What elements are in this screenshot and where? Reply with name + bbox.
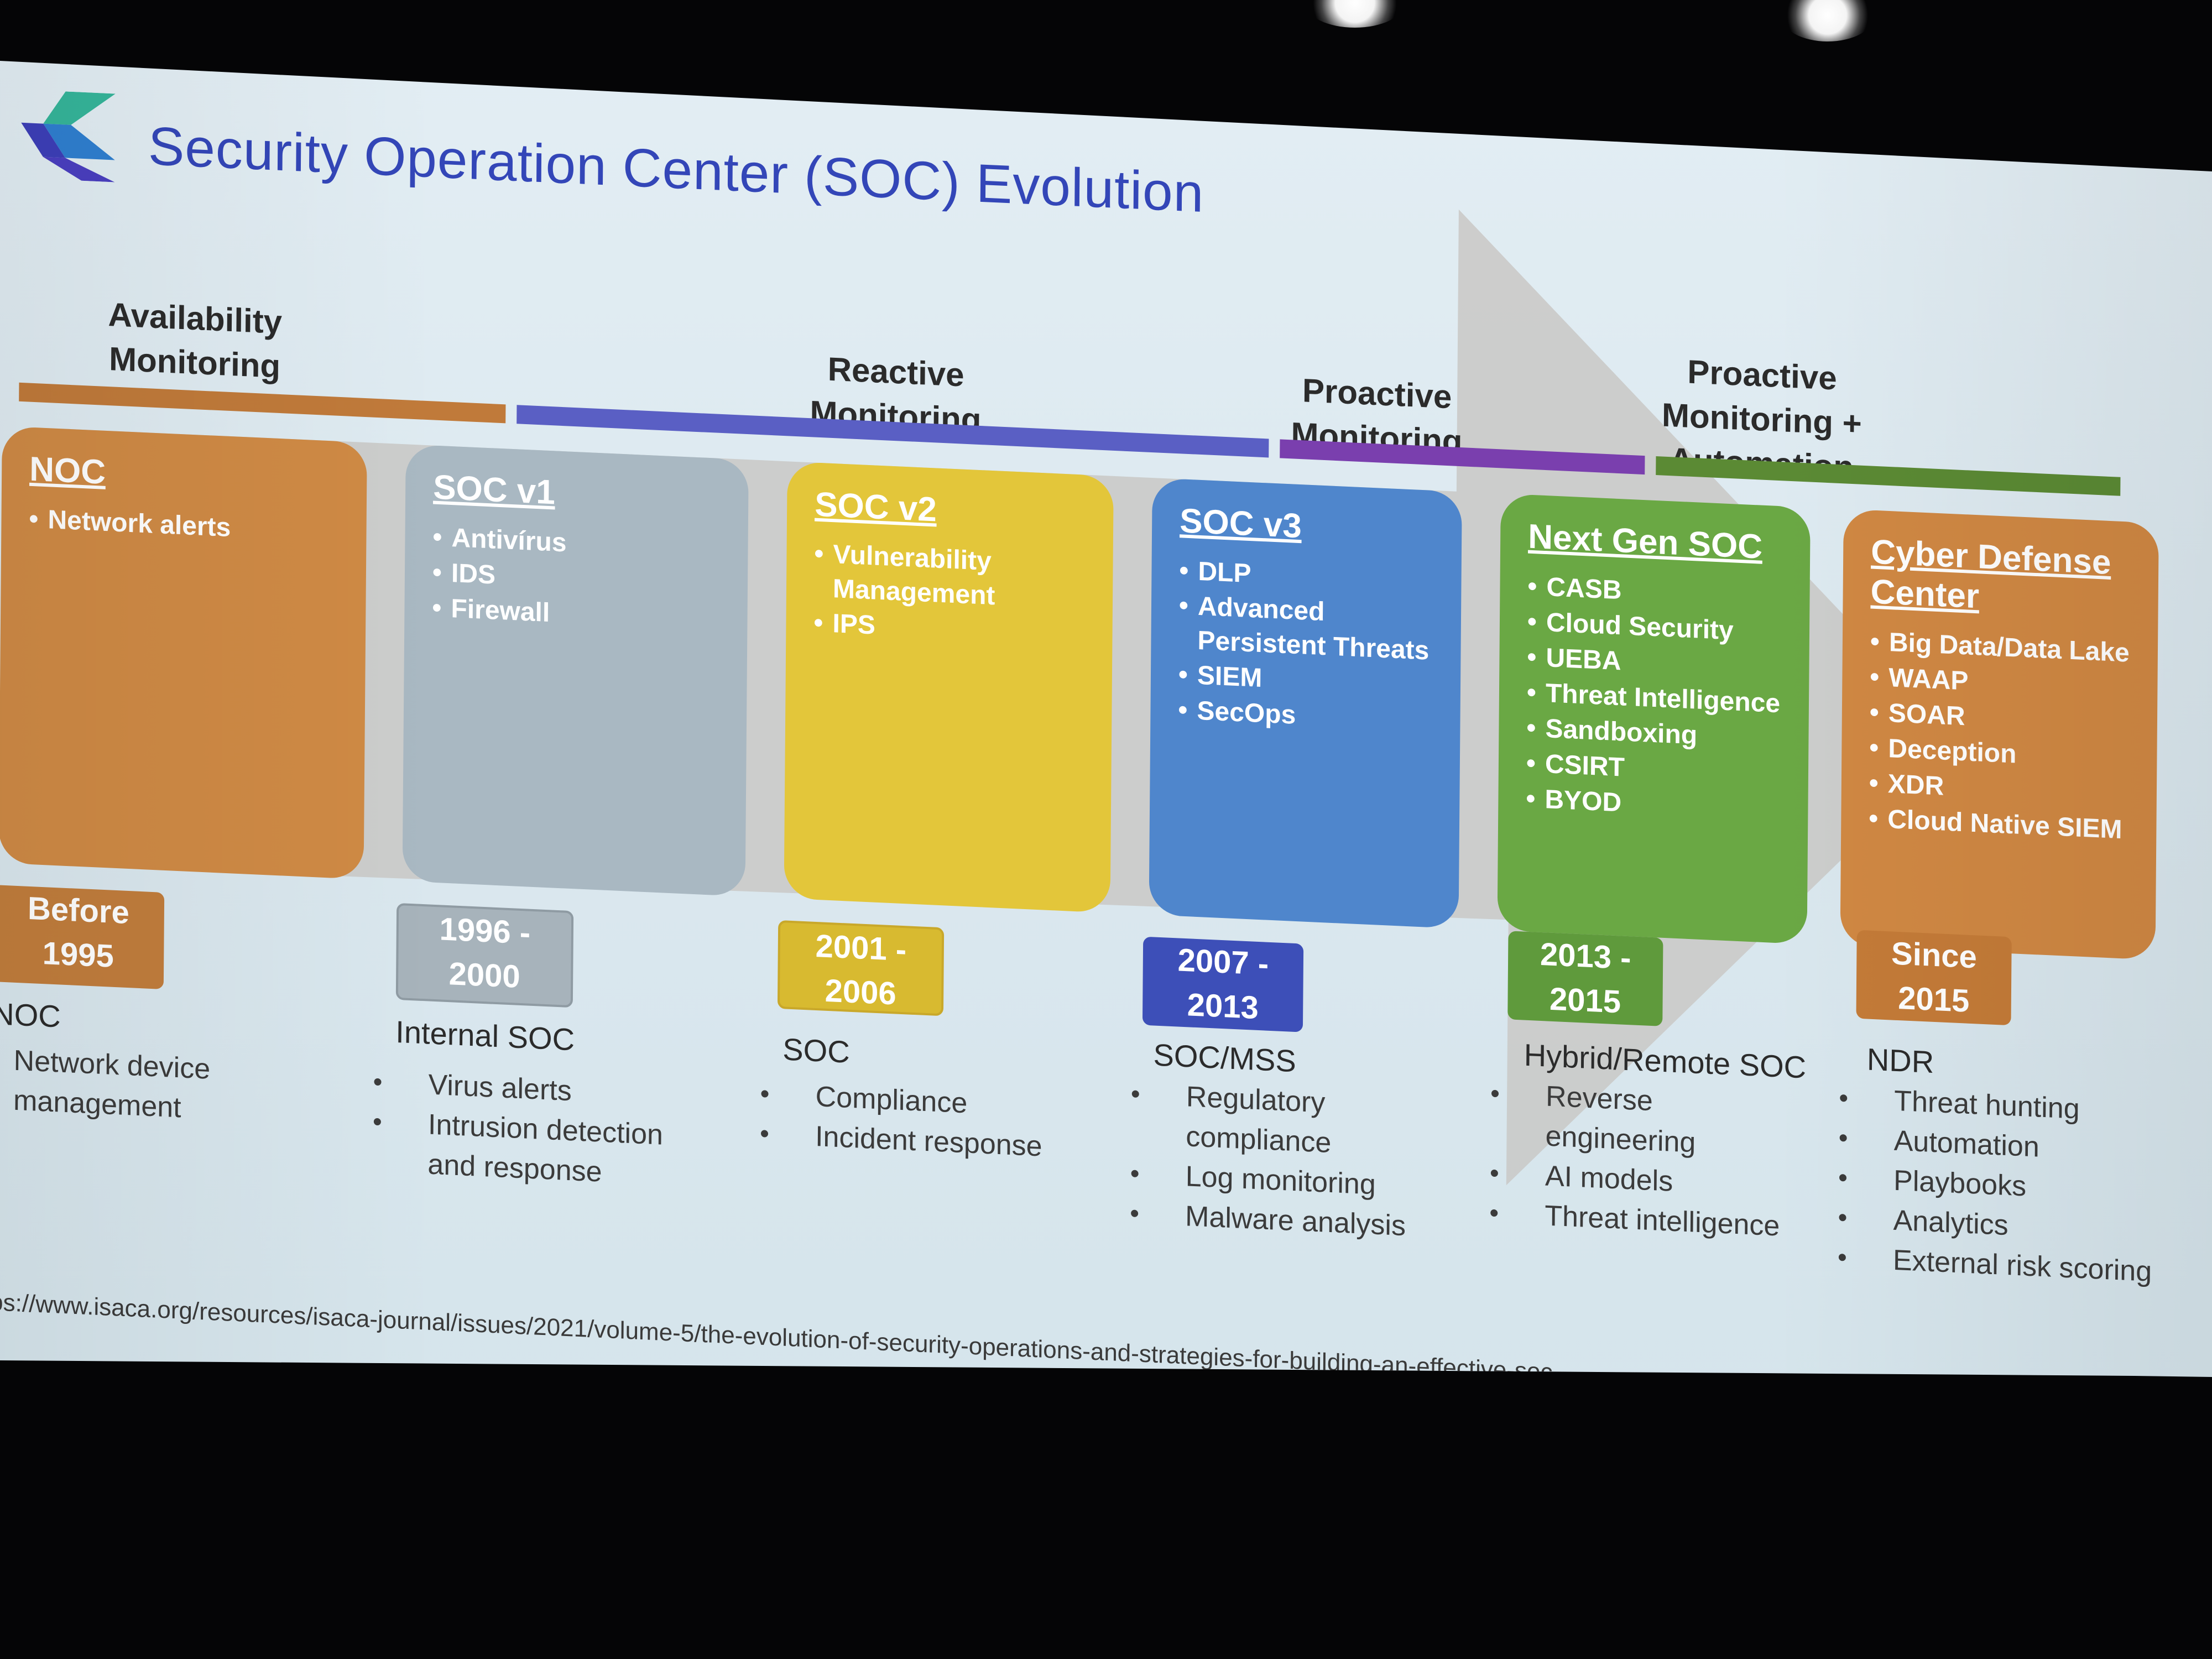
soc-type-list-hybrid-remote-soc: Reverse engineering AI models Threat int… — [1489, 1074, 1781, 1246]
stage-item: Network alerts — [29, 502, 347, 551]
stage-item-list: Network alerts — [29, 502, 347, 551]
stage-title: NOC — [29, 450, 106, 492]
stage-card-soc-v2: SOC v2 Vulnerability Management IPS — [784, 461, 1114, 913]
stage-title: SOC v1 — [432, 468, 556, 512]
stage-item-list: Big Data/Data Lake WAAP SOAR Deception X… — [1869, 624, 2138, 849]
stage-title: SOC v2 — [814, 485, 937, 529]
stage-card-soc-v1: SOC v1 Antivírus IDS Firewall — [402, 444, 749, 897]
soc-type-soc-mss: SOC/MSS — [1153, 1037, 1297, 1079]
ceiling-light-left — [1305, 0, 1405, 28]
soc-type-ndr: NDR — [1866, 1041, 1934, 1080]
stage-item: Vulnerability Management — [814, 537, 1093, 618]
soc-type-item: Reverse engineering — [1490, 1074, 1781, 1167]
phase-label-availability: Availability Monitoring — [108, 296, 283, 385]
soc-type-item: Regulatory compliance — [1130, 1074, 1407, 1166]
stage-item: Advanced Persistent Threats — [1178, 588, 1441, 669]
soc-type-noc: NOC — [0, 996, 61, 1034]
period-badge-next-gen-soc: 2013 - 2015 — [1507, 931, 1663, 1026]
soc-type-list-noc: Network device management — [0, 1040, 211, 1129]
stage-title: Next Gen SOC — [1527, 517, 1763, 566]
period-badge-soc-v3: 2007 - 2013 — [1142, 936, 1304, 1032]
soc-type-list-soc-mss: Regulatory compliance Log monitoring Mal… — [1130, 1074, 1407, 1246]
period-badge-soc-v1: 1996 - 2000 — [395, 902, 574, 1008]
period-badge-noc: Before 1995 — [0, 885, 165, 989]
soc-type-list-ndr: Threat hunting Automation Playbooks Anal… — [1838, 1078, 2153, 1292]
soc-type-list-internal-soc: Virus alerts Intrusion detection and res… — [372, 1062, 664, 1195]
stage-card-cyber-defense-center: Cyber Defense Center Big Data/Data Lake … — [1840, 509, 2159, 960]
company-logo-icon — [21, 91, 116, 182]
stage-card-noc: NOC Network alerts — [0, 426, 367, 880]
ceiling-light-right — [1781, 0, 1875, 41]
period-badge-cyber-defense-center: Since 2015 — [1856, 930, 2012, 1026]
soc-type-item: Intrusion detection and response — [372, 1102, 663, 1195]
soc-type-list-soc: Compliance Incident response — [760, 1074, 1043, 1167]
stage-card-next-gen-soc: Next Gen SOC CASB Cloud Security UEBA Th… — [1497, 493, 1811, 945]
stage-item-list: Vulnerability Management IPS — [813, 537, 1093, 654]
slide: Security Operation Center (SOC) Evolutio… — [0, 0, 2212, 1482]
stage-item-list: CASB Cloud Security UEBA Threat Intellig… — [1526, 569, 1790, 828]
period-badge-soc-v2: 2001 - 2006 — [777, 920, 945, 1016]
stage-title: Cyber Defense Center — [1870, 533, 2111, 616]
stage-card-soc-v3: SOC v3 DLP Advanced Persistent Threats S… — [1149, 478, 1462, 929]
stage-item-list: Antivírus IDS Firewall — [432, 520, 728, 639]
stage-item-list: DLP Advanced Persistent Threats SIEM Sec… — [1178, 553, 1442, 739]
stage-title: SOC v3 — [1179, 502, 1302, 546]
soc-type-soc: SOC — [782, 1031, 850, 1070]
